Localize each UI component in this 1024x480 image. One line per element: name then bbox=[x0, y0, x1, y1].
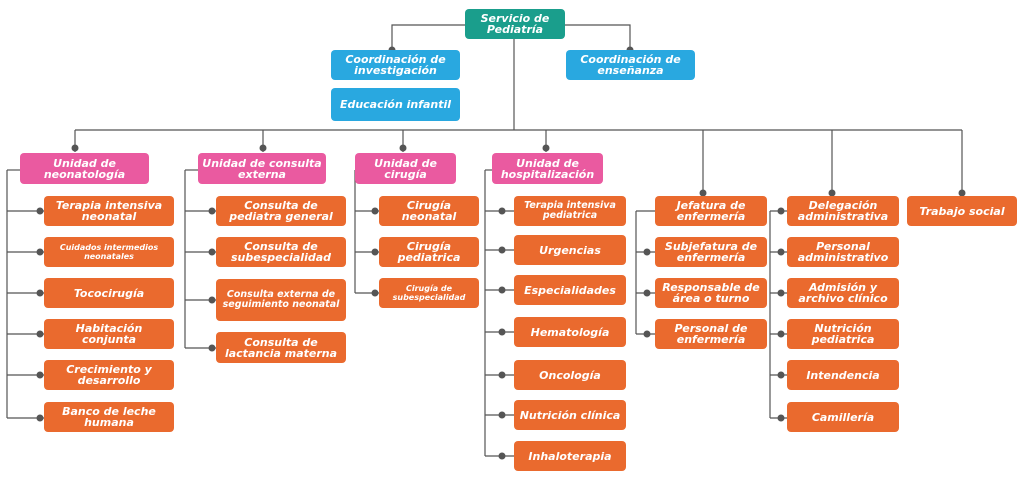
item-neonatology: Tococirugía bbox=[44, 278, 174, 308]
item-administration: Admisión y archivo clínico bbox=[787, 278, 899, 308]
item-administration: Intendencia bbox=[787, 360, 899, 390]
item-hospitalization: Hematología bbox=[514, 317, 626, 347]
item-hospitalization: Oncología bbox=[514, 360, 626, 390]
item-administration: Personal administrativo bbox=[787, 237, 899, 267]
item-administration: Nutrición pediatrica bbox=[787, 319, 899, 349]
item-outpatient: Consulta de pediatra general bbox=[216, 196, 346, 226]
item-surgery: Cirugía de subespecialidad bbox=[379, 278, 479, 308]
item-nursing: Responsable de área o turno bbox=[655, 278, 767, 308]
root-node: Servicio de Pediatría bbox=[465, 9, 565, 39]
item-outpatient: Consulta de subespecialidad bbox=[216, 237, 346, 267]
item-surgery: Cirugía neonatal bbox=[379, 196, 479, 226]
item-hospitalization: Urgencias bbox=[514, 235, 626, 265]
item-neonatology: Cuidados intermedios neonatales bbox=[44, 237, 174, 267]
item-neonatology: Habitación conjunta bbox=[44, 319, 174, 349]
item-neonatology: Banco de leche humana bbox=[44, 402, 174, 432]
coordination-teaching-node: Coordinación de enseñanza bbox=[566, 50, 695, 80]
item-surgery: Cirugía pediatrica bbox=[379, 237, 479, 267]
item-administration: Delegación administrativa bbox=[787, 196, 899, 226]
coordination-investigation-node: Coordinación de investigación bbox=[331, 50, 460, 80]
unit-surgery: Unidad de cirugía bbox=[355, 153, 456, 184]
item-neonatology: Terapia intensiva neonatal bbox=[44, 196, 174, 226]
item-nursing: Jefatura de enfermería bbox=[655, 196, 767, 226]
item-hospitalization: Especialidades bbox=[514, 275, 626, 305]
item-social-work: Trabajo social bbox=[907, 196, 1017, 226]
item-administration: Camillería bbox=[787, 402, 899, 432]
unit-outpatient: Unidad de consulta externa bbox=[198, 153, 326, 184]
item-nursing: Subjefatura de enfermería bbox=[655, 237, 767, 267]
item-outpatient: Consulta externa de seguimiento neonatal bbox=[216, 279, 346, 321]
unit-hospitalization: Unidad de hospitalización bbox=[492, 153, 603, 184]
infant-education-node: Educación infantil bbox=[331, 88, 460, 121]
item-neonatology: Crecimiento y desarrollo bbox=[44, 360, 174, 390]
item-nursing: Personal de enfermería bbox=[655, 319, 767, 349]
unit-neonatology: Unidad de neonatología bbox=[20, 153, 149, 184]
item-hospitalization: Terapia intensiva pediatrica bbox=[514, 196, 626, 226]
item-hospitalization: Inhaloterapia bbox=[514, 441, 626, 471]
item-hospitalization: Nutrición clínica bbox=[514, 400, 626, 430]
item-outpatient: Consulta de lactancia materna bbox=[216, 332, 346, 363]
